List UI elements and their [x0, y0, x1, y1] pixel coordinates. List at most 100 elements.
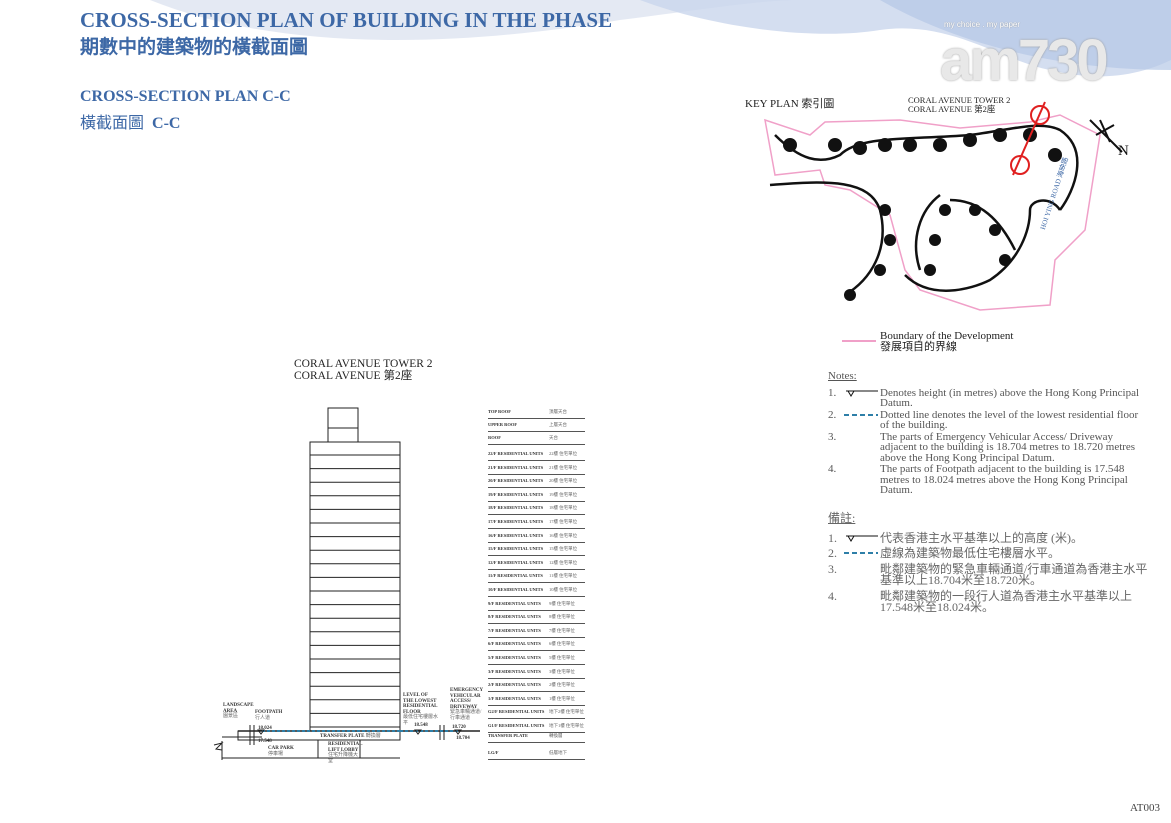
section-title: CROSS-SECTION PLAN C-C	[80, 88, 291, 105]
floor-label-row: 16/F RESIDENTIAL UNITS 16樓 住宅單位	[488, 533, 585, 543]
page-title-chinese: 期數中的建築物的橫截面圖	[80, 37, 309, 58]
floor-label-row: 2/F RESIDENTIAL UNITS 2樓 住宅單位	[488, 682, 585, 693]
floor-label-row: 5/F RESIDENTIAL UNITS 5樓 住宅單位	[488, 655, 585, 665]
floor-label-row: G2/F RESIDENTIAL UNITS 地下2樓 住宅單位	[488, 709, 585, 720]
floor-label-row: TOP ROOF 頂層天台	[488, 409, 585, 419]
floor-name: LG/F	[488, 750, 499, 755]
eva-level-high: 18.720	[452, 725, 466, 730]
floor-label-row: 10/F RESIDENTIAL UNITS 10樓 住宅單位	[488, 587, 585, 597]
floor-name-chinese: 10樓 住宅單位	[549, 587, 578, 592]
boundary-legend-line-icon	[842, 340, 876, 342]
floor-name: 1/F RESIDENTIAL UNITS	[488, 695, 541, 701]
floor-name: 6/F RESIDENTIAL UNITS	[488, 641, 541, 647]
floor-name-chinese: 5樓 住宅單位	[549, 655, 575, 660]
level-marker-icon	[257, 729, 265, 735]
key-plan-map	[764, 101, 1123, 311]
floor-name-chinese: 天台	[549, 435, 558, 440]
floor-name-chinese: 頂層天台	[549, 409, 567, 414]
floor-label-row: 15/F RESIDENTIAL UNITS 15樓 住宅單位	[488, 546, 585, 557]
note-item: 3.毗鄰建築物的緊急車輛通道/行車通道為香港主水平基準以上18.704米至18.…	[828, 561, 1148, 587]
floor-name-chinese: 17樓 住宅單位	[549, 519, 578, 524]
floor-name: 2/F RESIDENTIAL UNITS	[488, 682, 541, 688]
floor-name-chinese: 7樓 住宅單位	[549, 627, 575, 633]
note-item: 4.The parts of Footpath adjacent to the …	[828, 463, 1128, 496]
floor-name-chinese: 低層地下	[549, 750, 567, 755]
floor-name: 16/F RESIDENTIAL UNITS	[488, 532, 544, 538]
floor-name: TRANSFER PLATE	[488, 733, 529, 738]
dotted-line-icon	[844, 552, 878, 554]
key-plan-title: KEY PLAN 索引圖	[745, 98, 835, 110]
floor-name-chinese: 12樓 住宅單位	[549, 559, 578, 565]
notes-chinese: 備註: 1.代表香港主水平基準以上的高度 (米)。 2.虛線為建築物最低住宅樓層…	[828, 511, 1148, 618]
floor-name-chinese: 16樓 住宅單位	[549, 532, 578, 538]
floor-name: 18/F RESIDENTIAL UNITS	[488, 505, 544, 511]
floor-name-chinese: 22樓 住宅單位	[549, 451, 578, 456]
transfer-plate-label: TRANSFER PLATE 轉換層	[320, 734, 381, 739]
page-title: CROSS-SECTION PLAN OF BUILDING IN THE PH…	[80, 8, 613, 32]
floor-name-chinese: 18樓 住宅單位	[549, 505, 578, 511]
floor-name: 20/F RESIDENTIAL UNITS	[488, 478, 544, 484]
note-item: 2.Dotted line denotes the level of the l…	[828, 408, 1139, 431]
floor-name: 11/F RESIDENTIAL UNITS	[488, 573, 543, 579]
north-label: N	[1118, 143, 1129, 159]
north-arrow-icon	[1089, 119, 1123, 153]
floor-name-chinese: 9樓 住宅單位	[549, 600, 575, 606]
floor-name-chinese: 地下2樓 住宅單位	[549, 709, 584, 715]
section-title-chinese: 橫截面圖 C-C	[80, 115, 181, 132]
floor-name: TOP ROOF	[488, 409, 512, 414]
notes-heading: Notes:	[828, 370, 857, 382]
floor-name: 5/F RESIDENTIAL UNITS	[488, 655, 541, 660]
note-item: 1.Denotes height (in metres) above the H…	[828, 386, 1140, 409]
roof-structure	[327, 407, 359, 443]
floor-name-chinese: 2樓 住宅單位	[549, 682, 575, 688]
eva-level-low: 18.704	[456, 736, 470, 741]
notes-heading-chinese: 備註:	[828, 511, 856, 525]
note-item: 4.毗鄰建築物的一段行人道為香港主水平基準以上17.548米至18.024米。	[828, 588, 1133, 614]
floor-name: 9/F RESIDENTIAL UNITS	[488, 600, 541, 606]
logo-text: am730	[940, 28, 1109, 93]
floor-label-row: UPPER ROOF 上層天台	[488, 422, 585, 432]
section-line-c-c	[1010, 101, 1050, 176]
floor-name: UPPER ROOF	[488, 422, 518, 427]
floor-name-chinese: 3樓 住宅單位	[549, 668, 575, 674]
notes-english: Notes: 1.Denotes height (in metres) abov…	[828, 371, 1148, 497]
tower-outline	[309, 441, 401, 732]
floor-name: 19/F RESIDENTIAL UNITS	[488, 491, 544, 497]
am730-watermark-logo: my choice . my paper am730	[940, 20, 1120, 92]
dotted-line-icon	[844, 413, 878, 416]
development-boundary	[764, 114, 1101, 311]
floor-label-row: 12/F RESIDENTIAL UNITS 12樓 住宅單位	[488, 560, 585, 570]
page-code: AT003	[1130, 802, 1160, 814]
floor-name: G1/F RESIDENTIAL UNITS	[488, 723, 545, 728]
lowest-floor-level: 18.548	[414, 723, 428, 728]
level-marker-icon	[454, 729, 462, 735]
level-marker-icon	[846, 390, 878, 397]
floor-name-chinese: 15樓 住宅單位	[549, 546, 578, 552]
floor-name: 8/F RESIDENTIAL UNITS	[488, 614, 541, 620]
floor-name-chinese: 上層天台	[549, 422, 567, 427]
floor-name: 12/F RESIDENTIAL UNITS	[488, 559, 544, 565]
floor-label-row: 1/F RESIDENTIAL UNITS 1樓 住宅單位	[488, 696, 585, 706]
floor-name: G2/F RESIDENTIAL UNITS	[488, 709, 545, 715]
level-marker-icon	[414, 729, 422, 735]
footpath-level-high: 18.024	[258, 726, 272, 731]
floor-name: 15/F RESIDENTIAL UNITS	[488, 546, 544, 552]
floor-name-chinese: 1樓 住宅單位	[549, 695, 575, 701]
logo-tagline: my choice . my paper	[944, 20, 1021, 29]
floor-name: 10/F RESIDENTIAL UNITS	[488, 587, 544, 592]
